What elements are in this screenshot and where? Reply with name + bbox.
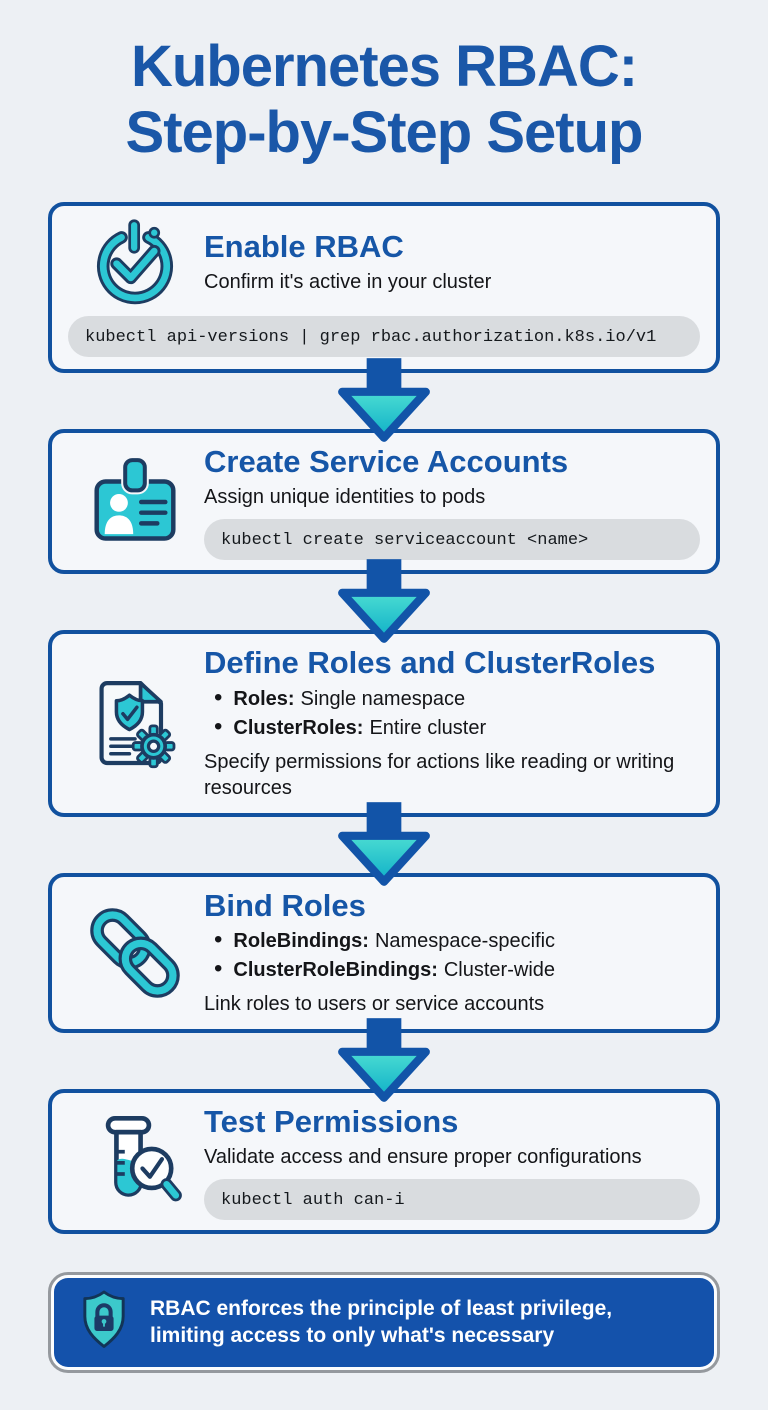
- step-card-bind-roles: Bind Roles RoleBindings:Namespace-specif…: [48, 872, 720, 1033]
- bullet-item: ClusterRoleBindings:Cluster-wide: [214, 957, 700, 984]
- id-badge-icon: [66, 453, 204, 551]
- bullet-text: Entire cluster: [369, 716, 487, 739]
- bullet-text: Namespace-specific: [374, 929, 556, 952]
- step-title: Bind Roles: [204, 887, 366, 923]
- bullet-item: ClusterRoles:Entire cluster: [214, 715, 700, 742]
- lock-shield-icon: [76, 1289, 132, 1356]
- page-title-line2: Step-by-Step Setup: [125, 100, 644, 166]
- step-card-enable-rbac: Enable RBAC Confirm it's active in your …: [48, 202, 720, 374]
- step-description: Confirm it's active in your cluster: [204, 270, 492, 293]
- step-title: Create Service Accounts: [204, 444, 569, 480]
- step-description: Specify permissions for actions like rea…: [204, 750, 675, 799]
- bullet-label: ClusterRoleBindings:: [233, 958, 438, 981]
- step-description: Validate access and ensure proper config…: [204, 1145, 642, 1168]
- step-bullets: RoleBindings:Namespace-specific ClusterR…: [204, 928, 700, 984]
- footer-text-line2: limiting access to only what's necessary: [150, 1324, 555, 1348]
- step-card-define-roles: Define Roles and ClusterRoles Roles:Sing…: [48, 630, 720, 817]
- bullet-label: Roles:: [233, 687, 295, 710]
- command-pill: kubectl auth can-i: [204, 1178, 700, 1220]
- flow-arrow-down: [48, 801, 720, 886]
- bullet-text: Cluster-wide: [443, 958, 556, 981]
- command-text: kubectl create serviceaccount <name>: [221, 531, 589, 551]
- bullet-label: RoleBindings:: [233, 929, 369, 952]
- command-pill: kubectl api-versions | grep rbac.authori…: [68, 316, 700, 358]
- command-text: kubectl auth can-i: [221, 1190, 405, 1210]
- gear: [131, 723, 176, 768]
- step-title: Enable RBAC: [204, 228, 404, 264]
- footer-text: RBAC enforces the principle of least pri…: [150, 1295, 612, 1351]
- test-tube-magnifier-icon: [66, 1109, 204, 1213]
- flow-arrow-down: [48, 1017, 720, 1102]
- footer-banner: RBAC enforces the principle of least pri…: [48, 1271, 720, 1373]
- step-bullets: Roles:Single namespace ClusterRoles:Enti…: [204, 686, 700, 742]
- chain-link-icon: [66, 903, 204, 1003]
- command-text: kubectl api-versions | grep rbac.authori…: [85, 328, 657, 348]
- policy-document-icon: [66, 672, 204, 776]
- footer-text-line1: RBAC enforces the principle of least pri…: [150, 1296, 613, 1320]
- step-title: Define Roles and ClusterRoles: [204, 645, 656, 681]
- steps-flow: Enable RBAC Confirm it's active in your …: [48, 202, 720, 1234]
- bullet-item: Roles:Single namespace: [214, 686, 700, 713]
- command-pill: kubectl create serviceaccount <name>: [204, 519, 700, 561]
- flow-arrow-down: [48, 559, 720, 644]
- page-title-line1: Kubernetes RBAC:: [130, 34, 638, 99]
- step-description: Assign unique identities to pods: [204, 486, 486, 509]
- step-description: Link roles to users or service accounts: [204, 992, 545, 1015]
- step-card-test-permissions: Test Permissions Validate access and ens…: [48, 1088, 720, 1234]
- flow-arrow-down: [48, 358, 720, 443]
- bullet-label: ClusterRoles:: [233, 716, 364, 739]
- step-title: Test Permissions: [204, 1103, 459, 1139]
- page-title: Kubernetes RBAC: Step-by-Step Setup: [0, 34, 768, 166]
- bullet-text: Single namespace: [300, 687, 466, 710]
- step-card-create-service-accounts: Create Service Accounts Assign unique id…: [48, 429, 720, 575]
- bullet-item: RoleBindings:Namespace-specific: [214, 928, 700, 955]
- power-check-icon: [66, 216, 204, 308]
